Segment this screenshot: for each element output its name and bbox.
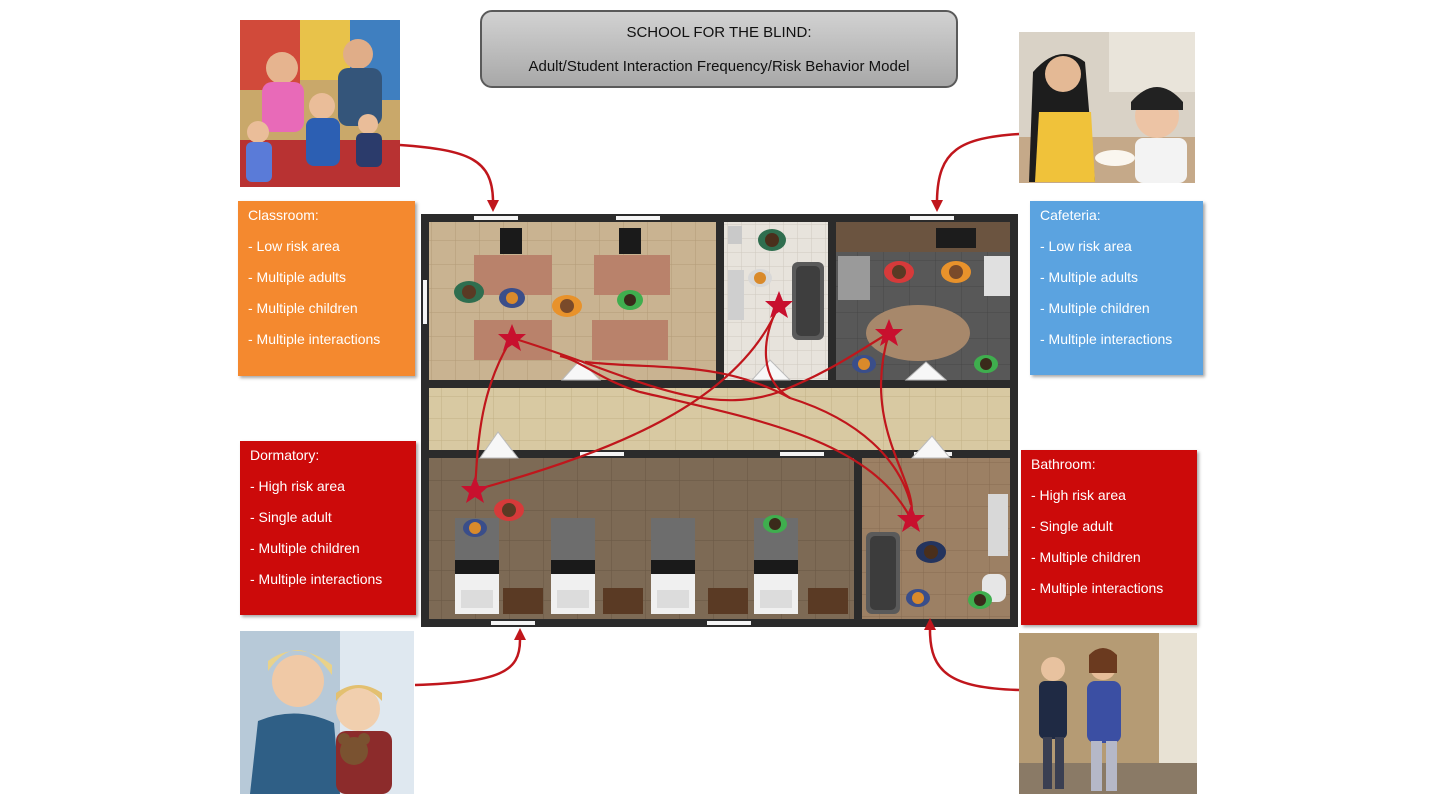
doors bbox=[479, 359, 952, 459]
dormatory-item: - High risk area bbox=[250, 478, 345, 494]
star-dormatory bbox=[461, 476, 489, 503]
photo-arrows bbox=[399, 132, 1020, 692]
cafeteria-item: - Low risk area bbox=[1040, 238, 1132, 254]
classroom-photo bbox=[240, 20, 400, 187]
dormatory-panel: Dormatory: - High risk area - Single adu… bbox=[240, 441, 416, 615]
people bbox=[454, 229, 998, 609]
dormatory-photo bbox=[240, 631, 414, 794]
arrow-heads bbox=[487, 200, 943, 640]
arrow-classroom bbox=[399, 143, 495, 201]
star-bathroom bbox=[897, 505, 925, 532]
cafeteria-furniture bbox=[838, 228, 1010, 361]
cafeteria-panel: Cafeteria: - Low risk area - Multiple ad… bbox=[1030, 201, 1203, 375]
arrow-head-dormatory bbox=[514, 628, 526, 640]
arrow-bathroom bbox=[928, 629, 1020, 692]
classroom-item: - Multiple adults bbox=[248, 269, 347, 285]
bathroom-fixtures bbox=[866, 494, 1008, 614]
classroom-panel: Classroom: - Low risk area - Multiple ad… bbox=[238, 201, 415, 376]
dormatory-item: - Multiple interactions bbox=[250, 571, 383, 587]
title-line-1: SCHOOL FOR THE BLIND: bbox=[626, 24, 812, 41]
path-dormatory-restroom bbox=[474, 304, 781, 492]
classroom-item: - Multiple interactions bbox=[248, 331, 381, 347]
arrow-dormatory bbox=[414, 639, 522, 687]
star-restroom bbox=[765, 291, 793, 318]
cafeteria-photo bbox=[1019, 32, 1195, 183]
arrow-head-bathroom bbox=[924, 618, 936, 630]
title-line-2: Adult/Student Interaction Frequency/Risk… bbox=[528, 58, 910, 75]
path-restroom-hall bbox=[764, 304, 791, 399]
interaction-stars bbox=[461, 291, 925, 532]
classroom-furniture bbox=[474, 228, 670, 360]
path-classroom-cafeteria bbox=[511, 332, 890, 402]
diagram-title: SCHOOL FOR THE BLIND: Adult/Student Inte… bbox=[480, 10, 958, 88]
arrow-cafeteria bbox=[935, 132, 1020, 201]
bathroom-heading: Bathroom: bbox=[1031, 456, 1096, 472]
bathroom-panel: Bathroom: - High risk area - Single adul… bbox=[1021, 450, 1197, 625]
path-bathroom-classroom bbox=[559, 354, 912, 520]
dormatory-item: - Multiple children bbox=[250, 540, 360, 556]
restroom-fixtures bbox=[728, 226, 824, 340]
path-classroom-dormatory bbox=[473, 337, 513, 491]
star-cafeteria bbox=[875, 319, 903, 346]
classroom-item: - Low risk area bbox=[248, 238, 340, 254]
bathroom-item: - Multiple children bbox=[1031, 549, 1141, 565]
path-loop bbox=[584, 360, 913, 506]
cafeteria-heading: Cafeteria: bbox=[1040, 207, 1101, 223]
cafeteria-item: - Multiple adults bbox=[1040, 269, 1139, 285]
cafeteria-item: - Multiple children bbox=[1040, 300, 1150, 316]
bathroom-photo bbox=[1019, 633, 1197, 794]
classroom-heading: Classroom: bbox=[248, 207, 319, 223]
bathroom-item: - High risk area bbox=[1031, 487, 1126, 503]
hallway bbox=[429, 388, 1010, 450]
star-classroom bbox=[498, 324, 526, 351]
dormatory-beds bbox=[455, 518, 848, 614]
dormatory-item: - Single adult bbox=[250, 509, 332, 525]
classroom-item: - Multiple children bbox=[248, 300, 358, 316]
bathroom-item: - Multiple interactions bbox=[1031, 580, 1164, 596]
bathroom-item: - Single adult bbox=[1031, 518, 1113, 534]
dormatory-heading: Dormatory: bbox=[250, 447, 320, 463]
interaction-paths bbox=[473, 304, 914, 520]
cafeteria-item: - Multiple interactions bbox=[1040, 331, 1173, 347]
arrow-head-cafeteria bbox=[931, 200, 943, 212]
arrow-head-classroom bbox=[487, 200, 499, 212]
